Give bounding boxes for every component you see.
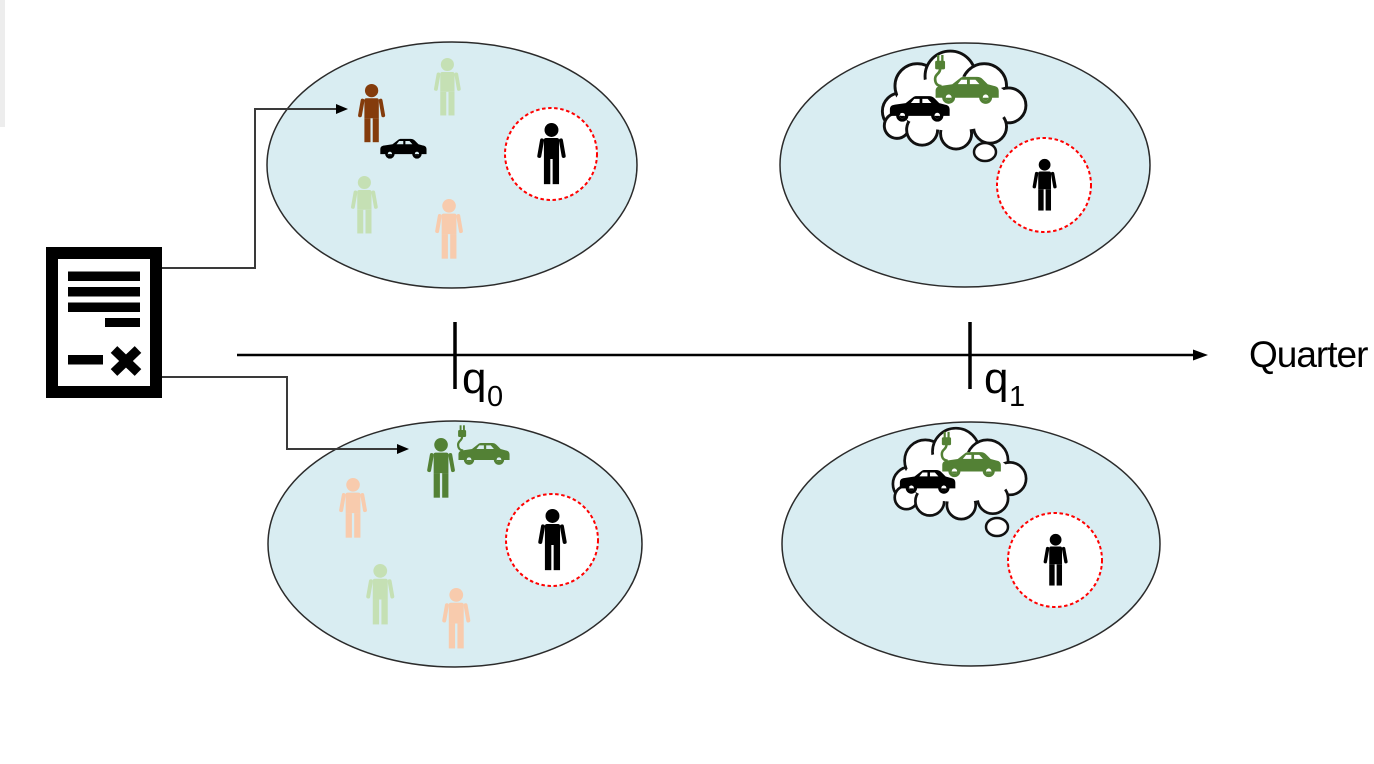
arrowhead-icon	[336, 104, 348, 114]
connector-line	[162, 108, 336, 269]
population-ellipse	[267, 420, 643, 668]
document-text-lines	[68, 271, 140, 365]
connector-arrow-to-brown-adopter	[162, 104, 348, 269]
tick-label-q0: q	[462, 354, 486, 403]
connector-arrow-to-green-ev-adopter	[162, 376, 409, 454]
thought-bubble-tail	[972, 141, 998, 163]
survey-document-icon	[46, 247, 162, 398]
timeline-axis: q 0 q 1 Quarter	[237, 322, 1369, 413]
thought-bubble-tail	[984, 516, 1010, 538]
axis-arrowhead-icon	[1193, 349, 1208, 361]
document-x-mark-icon	[110, 346, 142, 376]
arrowhead-icon	[397, 444, 409, 454]
population-bottom-left	[267, 420, 643, 668]
population-top-right	[779, 42, 1151, 288]
axis-label: Quarter	[1249, 334, 1368, 375]
tick-label-q1-sub: 1	[1009, 381, 1025, 413]
population-bottom-right	[781, 421, 1161, 667]
page-edge-strip	[0, 0, 5, 127]
tick-label-q1: q	[984, 354, 1008, 403]
tick-label-q0-sub: 0	[487, 381, 503, 413]
population-top-left	[266, 41, 638, 289]
connector-line	[162, 376, 397, 450]
